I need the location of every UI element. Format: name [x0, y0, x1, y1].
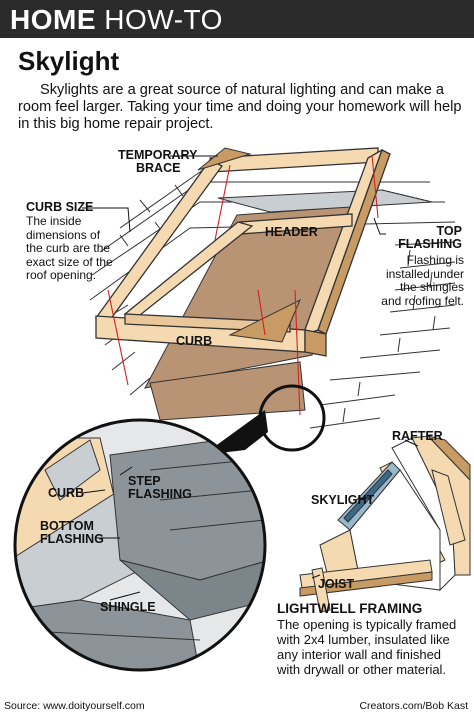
header-banner: HOME HOW-TO	[0, 0, 474, 38]
label-shingle: SHINGLE	[100, 600, 156, 614]
temporary-brace-top	[197, 147, 252, 171]
banner-brand: HOME	[10, 4, 96, 35]
label-header: HEADER	[265, 225, 318, 239]
label-skylight: SKYLIGHT	[311, 493, 375, 507]
source-credit: Source: www.doityourself.com	[4, 700, 145, 712]
banner-section: HOW-TO	[104, 4, 223, 35]
label-rafter: RAFTER	[392, 429, 443, 443]
banner-title: HOME HOW-TO	[10, 4, 223, 36]
lightwell-description: The opening is typically framed with 2x4…	[277, 617, 457, 677]
label-curb: CURB	[176, 334, 213, 348]
label-curb-size: CURB SIZE	[26, 200, 94, 214]
curb-frame	[94, 147, 391, 357]
page-title: Skylight	[18, 46, 120, 76]
label-curb-detail: CURB	[48, 486, 85, 500]
roof-opening-lower	[149, 361, 306, 421]
lightwell-illustration	[299, 435, 471, 613]
label-joist: JOIST	[318, 577, 355, 591]
temporary-brace-bottom	[228, 298, 301, 343]
curb-size-description: The inside dimensions of the curb are th…	[26, 214, 113, 282]
guide-lines	[107, 154, 379, 416]
top-flashing-description: Flashing is installed under the shingles…	[381, 253, 464, 308]
intro-text: Skylights are a great source of natural …	[18, 82, 462, 132]
artist-credit: Creators.com/Bob Kast	[359, 700, 468, 712]
detail-circle	[15, 420, 265, 670]
lightwell-title: LIGHTWELL FRAMING	[277, 601, 423, 616]
magnifier-connector	[203, 410, 268, 455]
